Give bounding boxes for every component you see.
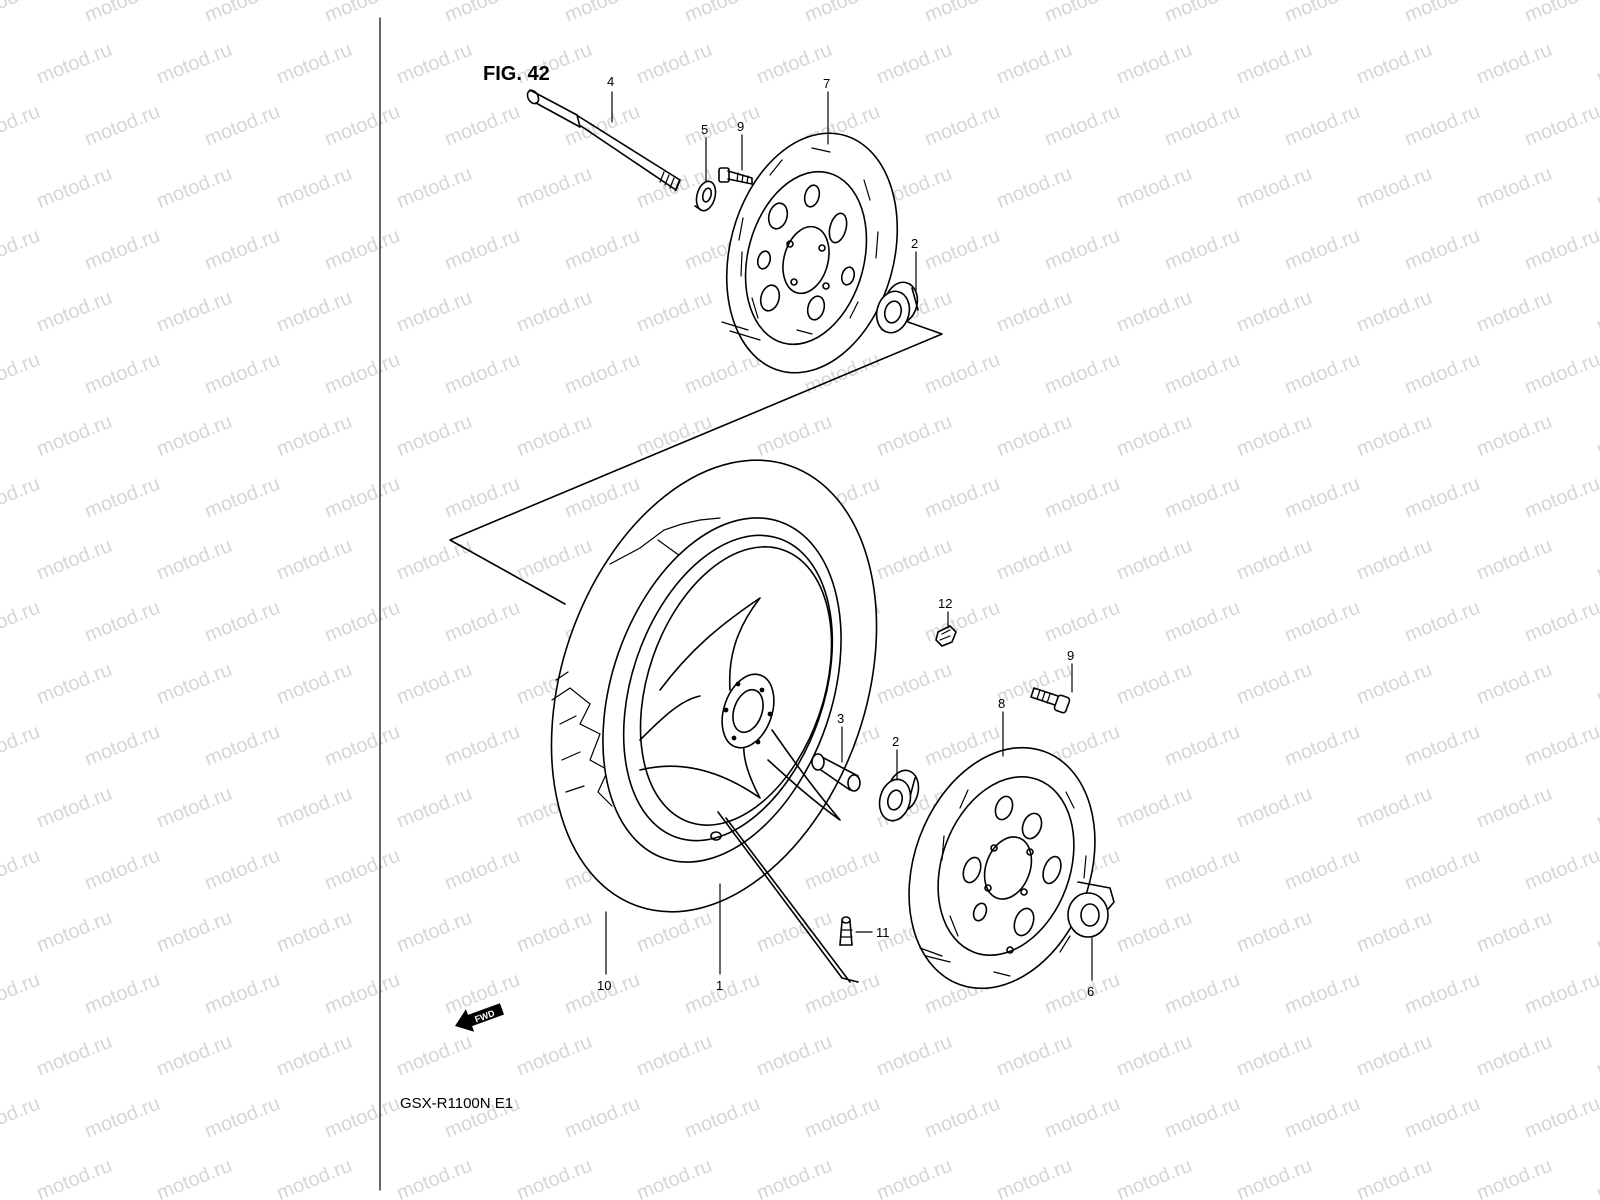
callout-8: 8 <box>998 696 1005 711</box>
tire-valve <box>839 916 853 946</box>
valve-leader-line <box>717 811 859 983</box>
hub <box>721 673 775 749</box>
callout-2-upper: 2 <box>911 236 918 251</box>
model-code: GSX-R1100N E1 <box>400 1095 513 1112</box>
callout-9-upper: 9 <box>737 119 744 134</box>
callout-11: 11 <box>876 925 890 940</box>
axle-spacer <box>811 753 861 792</box>
fwd-label: FWD <box>473 1008 496 1025</box>
callout-3: 3 <box>837 711 844 726</box>
spacer-washer <box>694 180 717 212</box>
callout-2-lower: 2 <box>892 734 899 749</box>
callout-10: 10 <box>597 978 611 993</box>
brake-disc-right <box>908 746 1096 990</box>
brake-disc-left <box>721 132 899 374</box>
valve-cap <box>935 625 957 647</box>
front-wheel-assembly <box>550 459 878 913</box>
callout-7: 7 <box>823 76 830 91</box>
callout-9-lower: 9 <box>1067 648 1074 663</box>
front-axle <box>526 89 681 192</box>
wheel-bearing-upper <box>875 281 919 334</box>
callout-4: 4 <box>607 74 614 89</box>
figure-title: FIG. 42 <box>483 63 550 85</box>
disc-bolt-lower <box>1030 687 1071 714</box>
wheel-bearing-lower <box>878 769 920 822</box>
callout-5: 5 <box>701 122 708 137</box>
disc-bolt-upper <box>718 167 753 185</box>
callout-12: 12 <box>938 596 952 611</box>
wheel-side-spacer <box>1067 881 1115 938</box>
forward-direction-icon: FWD <box>455 1003 505 1032</box>
callout-1: 1 <box>716 978 723 993</box>
callout-6: 6 <box>1087 984 1094 999</box>
assembly-guide-line <box>449 321 943 605</box>
